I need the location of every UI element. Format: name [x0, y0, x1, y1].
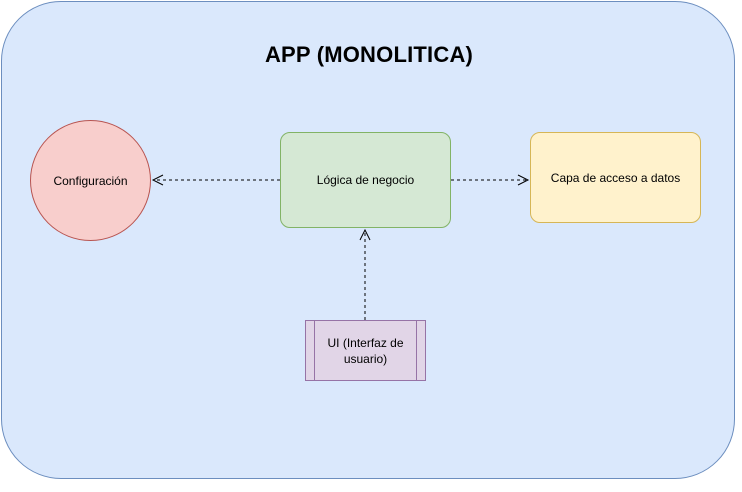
node-capa-de-acceso-a-datos[interactable]: Capa de acceso a datos — [530, 132, 701, 223]
process-right-bar — [416, 321, 417, 380]
node-logica-de-negocio-label: Lógica de negocio — [316, 173, 415, 187]
diagram-title: APP (MONOLITICA) — [264, 42, 474, 67]
node-ui-interfaz-de-usuario-label: UI (Interfaz de usuario) — [327, 335, 404, 366]
node-capa-de-acceso-a-datos-label: Capa de acceso a datos — [550, 170, 681, 185]
node-configuracion-label: Configuración — [53, 173, 128, 188]
process-left-bar — [314, 321, 315, 380]
app-container: APP (MONOLITICA) — [1, 1, 735, 479]
node-logica-de-negocio[interactable]: Lógica de negocio — [280, 132, 451, 228]
node-configuracion[interactable]: Configuración — [30, 120, 151, 241]
node-ui-interfaz-de-usuario[interactable]: UI (Interfaz de usuario) — [305, 320, 426, 381]
